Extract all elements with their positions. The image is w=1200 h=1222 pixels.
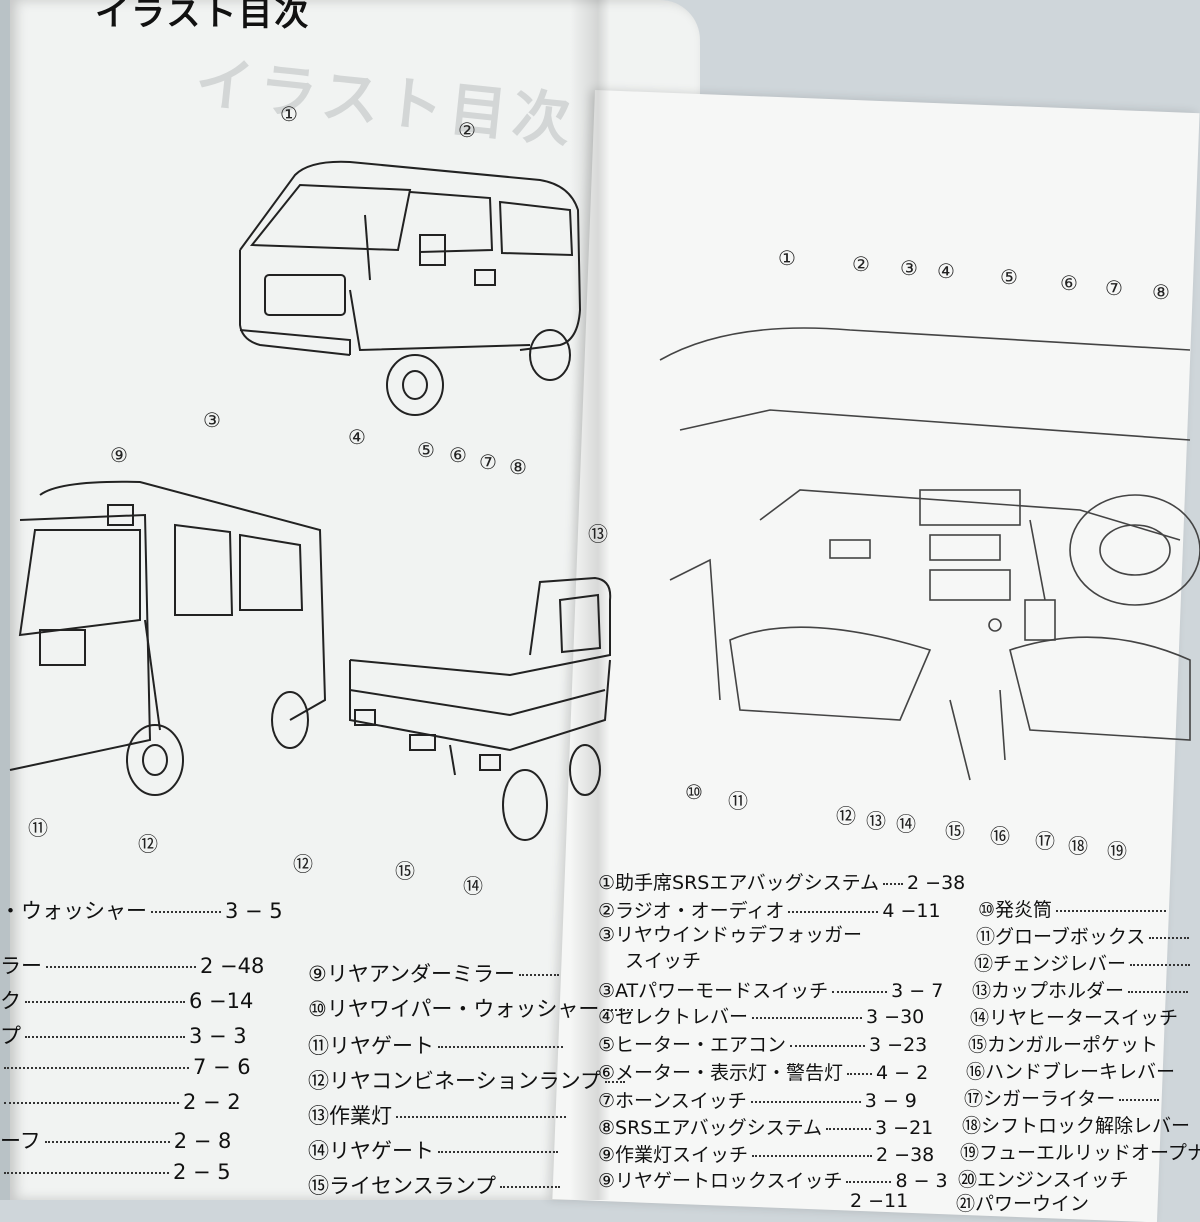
van-front-illustration [239,160,582,416]
callout-13: ⑬ [588,522,608,546]
interior-index-row: 2 −11 [850,1190,909,1212]
truck-index-row: ⑭リヤゲート [308,1135,562,1165]
truck-index-row: ⑫リヤコンビネーションランプ [308,1065,629,1095]
page-title: イラスト目次 [95,0,311,34]
truck-index-row: ⑬作業灯 [308,1100,570,1130]
int-callout-12: ⑫ [836,804,856,828]
book-gutter [570,0,610,1200]
interior-index2-row: ⑳エンジンスイッチ [958,1169,1129,1191]
interior-index2-row: ⑬カップホルダー [972,976,1192,1003]
callout-3: ③ [203,408,221,432]
callout-9: ⑨ [110,443,128,467]
interior-index2-row: ⑱シフトロック解除レバー [962,1115,1191,1137]
callout-8: ⑧ [509,455,527,479]
int-callout-17: ⑰ [1035,829,1055,853]
int-callout-14: ⑭ [896,812,916,836]
callout-4: ④ [348,425,366,449]
int-callout-8: ⑧ [1152,280,1170,304]
int-callout-6: ⑥ [1060,271,1078,295]
left-index-row: 7 − 6 [0,1055,251,1079]
callout-truck-12: ⑫ [293,852,313,876]
callout-7: ⑦ [479,450,497,474]
int-callout-16: ⑯ [990,824,1010,848]
int-callout-7: ⑦ [1105,276,1123,300]
left-index-row: 2 − 2 [0,1090,241,1114]
truck-index-row: ⑨リヤアンダーミラー [308,958,563,988]
truck-illustration [349,576,612,841]
int-callout-13: ⑬ [866,809,886,833]
int-callout-4: ④ [937,259,955,283]
int-callout-11: ⑪ [728,789,748,813]
interior-index2-row: ⑲フューエルリッドオープナー [960,1142,1200,1164]
interior-index-row: スイッチ [625,950,702,972]
interior-index2-row: ㉑パワーウイン [956,1193,1090,1215]
int-callout-10: ⑩ [685,780,703,804]
left-index-row: 2 − 5 [0,1160,231,1184]
int-callout-19: ⑲ [1107,839,1127,863]
interior-index-row: ③リヤウインドゥデフォッガー [598,924,863,946]
callout-12: ⑫ [138,832,158,856]
callout-1: ① [280,102,298,126]
interior-index2-row: ⑯ハンドブレーキレバー [966,1061,1176,1083]
int-callout-2: ② [852,252,870,276]
truck-index-row: ⑩リヤワイパー・ウォッシャー [308,993,637,1023]
interior-index2-row: ⑪グローブボックス [976,922,1193,949]
truck-index-row: ⑪リヤゲート [308,1030,567,1060]
int-callout-3: ③ [900,256,918,280]
callout-6: ⑥ [449,443,467,467]
callout-11: ⑪ [28,816,48,840]
callout-5: ⑤ [417,438,435,462]
interior-index2-row: ⑰シガーライター [964,1084,1163,1111]
interior-index2-row: ⑩発炎筒 [978,895,1170,922]
int-callout-5: ⑤ [1000,265,1018,289]
callout-15: ⑮ [395,859,415,883]
interior-illustration [659,327,1200,781]
callout-2: ② [458,118,476,142]
van-rear-illustration [9,480,327,796]
interior-index2-row: ⑮カンガルーポケット [968,1034,1159,1056]
int-callout-1: ① [778,246,796,270]
interior-index2-row: ⑭リヤヒータースイッチ [970,1007,1179,1029]
interior-index2-row: ⑫チェンジレバー [974,949,1194,976]
int-callout-18: ⑱ [1068,834,1088,858]
truck-index-row: ⑮ライセンスランプ [308,1170,564,1200]
callout-14: ⑭ [463,874,483,898]
int-callout-15: ⑮ [945,819,965,843]
